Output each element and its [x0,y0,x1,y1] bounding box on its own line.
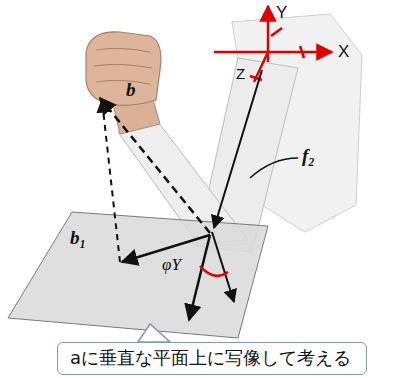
callout-text: aに垂直な平面上に写像して考える [70,347,354,369]
axis-arrow [189,235,210,320]
projection-plane [8,212,268,338]
f2-vector [214,70,262,228]
axis-label: Z [236,66,245,83]
f2-leader [250,158,298,178]
vector-label: f₂ [302,146,315,167]
x-axis-tick [300,46,304,58]
finger-lines [94,48,152,84]
fist [86,32,161,106]
angle-arc [200,266,228,276]
callout-box: aに垂直な平面上に写像して考える [57,342,367,375]
axis-label: X [338,43,349,62]
axis-arrow [212,232,234,302]
b-vector [100,98,210,233]
axis-label: Y [276,4,287,23]
angle-label: φY [162,256,181,275]
vector-label: b [126,80,136,101]
projection-line [102,100,120,262]
x-axis [214,51,332,54]
y-axis-tick [271,28,282,36]
callout-pointer [138,324,170,342]
vector-label: b₁ [70,228,86,249]
